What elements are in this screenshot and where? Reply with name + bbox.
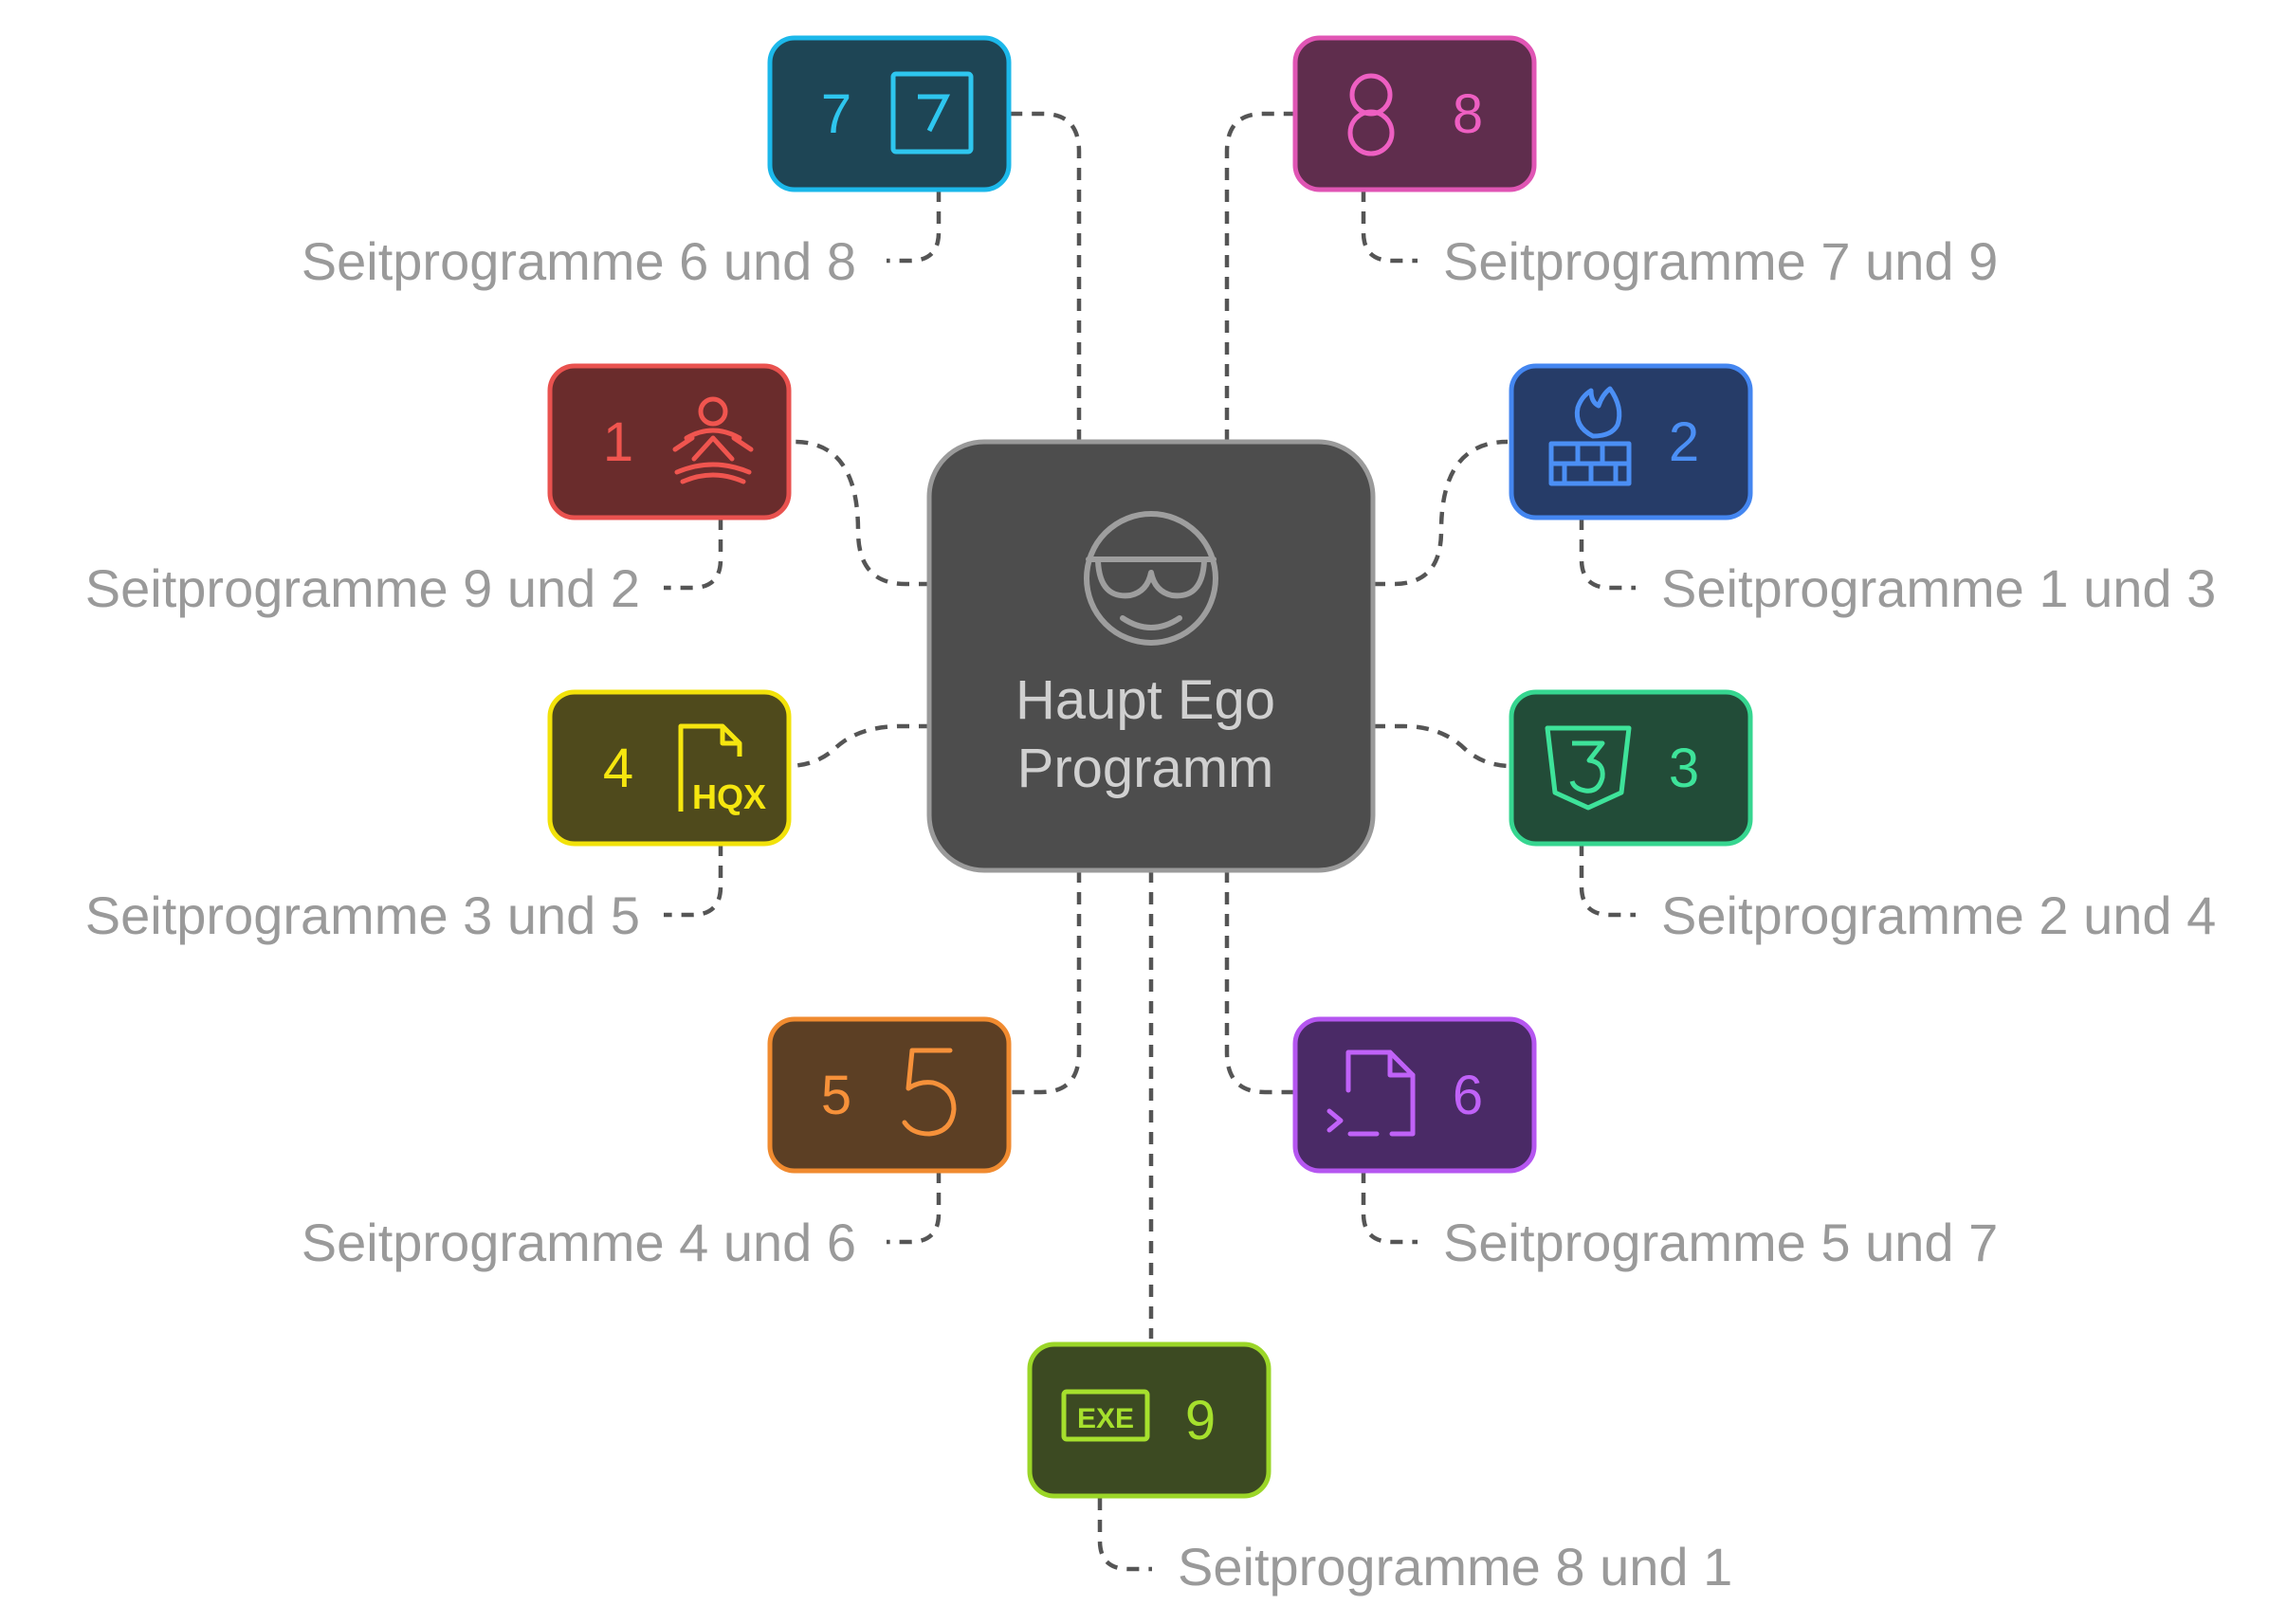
node-6-number: 6 — [1453, 1065, 1483, 1126]
caption-5: Seitprogramme 4 und 6 — [302, 1213, 856, 1272]
node-5[interactable]: 5 — [767, 1016, 1012, 1174]
exe-file-icon: EXE — [1061, 1389, 1150, 1442]
node-1-number: 1 — [603, 411, 633, 473]
css3-shield-icon — [1545, 725, 1632, 811]
caption-connector-3 — [1579, 844, 1636, 918]
number-seven-square-icon — [890, 71, 974, 155]
caption-connector-9 — [1097, 1498, 1152, 1572]
caption-connector-1 — [664, 518, 723, 591]
center-title-line1: Haupt Ego — [1015, 669, 1275, 731]
caption-connector-2 — [1579, 518, 1636, 591]
number-five-icon — [902, 1048, 957, 1137]
connector-5 — [1007, 870, 1082, 1095]
node-7[interactable]: 7 — [767, 35, 1012, 192]
caption-connector-6 — [1361, 1171, 1418, 1245]
connector-8 — [1224, 111, 1295, 442]
hqx-file-icon: HQX — [678, 723, 766, 816]
caption-6: Seitprogramme 5 und 7 — [1443, 1213, 1998, 1272]
caption-8: Seitprogramme 7 und 9 — [1443, 231, 1998, 291]
center-node[interactable]: Haupt Ego Programm — [926, 439, 1376, 873]
connector-4 — [786, 723, 931, 769]
center-title-line2: Programm — [1017, 738, 1274, 799]
caption-4: Seitprogramme 3 und 5 — [85, 885, 640, 945]
connector-1 — [794, 439, 931, 587]
node-9-number: 9 — [1185, 1390, 1216, 1451]
caption-connector-7 — [887, 190, 942, 264]
caption-7: Seitprogramme 6 und 8 — [302, 231, 856, 291]
node-4-number: 4 — [603, 738, 633, 799]
node-3[interactable]: 3 — [1509, 689, 1753, 847]
caption-connectors — [664, 190, 1636, 1572]
connector-3 — [1373, 723, 1512, 769]
caption-9: Seitprogramme 8 und 1 — [1178, 1537, 1732, 1597]
caption-connector-8 — [1361, 190, 1418, 264]
cool-face-sunglasses-icon — [1084, 511, 1218, 646]
node-1[interactable]: 1 — [547, 363, 792, 520]
node-8[interactable]: 8 — [1292, 35, 1537, 192]
svg-text:EXE: EXE — [1077, 1403, 1134, 1434]
meditation-icon — [672, 396, 754, 484]
caption-connector-4 — [664, 844, 723, 918]
node-7-number: 7 — [821, 83, 851, 145]
number-eight-icon — [1347, 73, 1395, 156]
connector-6 — [1224, 870, 1295, 1095]
connector-2 — [1373, 439, 1509, 587]
caption-2: Seitprogramme 1 und 3 — [1661, 558, 2216, 618]
node-9[interactable]: EXE 9 — [1027, 1341, 1272, 1499]
caption-3: Seitprogramme 2 und 4 — [1661, 885, 2216, 945]
terminal-file-icon — [1326, 1049, 1416, 1137]
node-6[interactable]: 6 — [1292, 1016, 1537, 1174]
firewall-icon — [1548, 386, 1632, 486]
caption-1: Seitprogramme 9 und 2 — [85, 558, 640, 618]
connector-7 — [1007, 111, 1082, 442]
connectors — [786, 111, 1512, 1339]
svg-text:HQX: HQX — [692, 777, 766, 816]
node-4[interactable]: 4 HQX — [547, 689, 792, 847]
node-2[interactable]: 2 — [1509, 363, 1753, 520]
node-3-number: 3 — [1669, 738, 1699, 799]
caption-connector-5 — [887, 1171, 942, 1245]
node-8-number: 8 — [1453, 83, 1483, 145]
node-2-number: 2 — [1669, 411, 1699, 473]
node-5-number: 5 — [821, 1065, 851, 1126]
